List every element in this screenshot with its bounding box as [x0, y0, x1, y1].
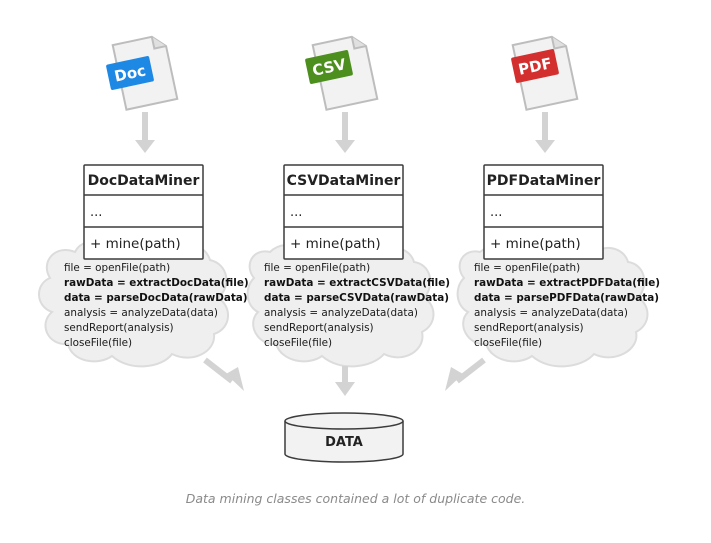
doc-file-icon: Doc	[106, 35, 179, 111]
code-line-bold: data = parseDocData(rawData)	[64, 292, 248, 304]
figure-caption: Data mining classes contained a lot of d…	[185, 491, 526, 506]
code-line: sendReport(analysis)	[474, 322, 584, 334]
code-line: file = openFile(path)	[64, 262, 170, 274]
arrow-pdf-to-data	[455, 357, 486, 384]
code-line-bold: data = parsePDFData(rawData)	[474, 292, 659, 304]
code-line: analysis = analyzeData(data)	[264, 307, 418, 319]
class-operation: + mine(path)	[490, 236, 581, 252]
class-box-pdf: PDFDataMiner ... + mine(path)	[483, 164, 604, 260]
class-operation: + mine(path)	[90, 236, 181, 252]
code-line: sendReport(analysis)	[64, 322, 174, 334]
code-line: analysis = analyzeData(data)	[64, 307, 218, 319]
class-box-doc: DocDataMiner ... + mine(path)	[83, 164, 204, 260]
code-line: closeFile(file)	[264, 337, 332, 349]
database-cylinder: DATA	[284, 412, 404, 463]
class-box-csv: CSVDataMiner ... + mine(path)	[283, 164, 404, 260]
code-line: sendReport(analysis)	[264, 322, 374, 334]
csv-file-icon: CSV	[305, 35, 379, 111]
diagram: Doc file = openFile(path) rawData = extr…	[38, 35, 660, 463]
code-line: closeFile(file)	[64, 337, 132, 349]
pdf-file-icon: PDF	[511, 35, 579, 111]
class-operation: + mine(path)	[290, 236, 381, 252]
class-name: CSVDataMiner	[287, 173, 401, 189]
code-cloud-pdf: file = openFile(path) rawData = extractP…	[456, 239, 660, 368]
code-line: analysis = analyzeData(data)	[474, 307, 628, 319]
arrows-to-database	[203, 357, 486, 396]
code-line: closeFile(file)	[474, 337, 542, 349]
code-line-bold: rawData = extractCSVData(file)	[264, 277, 450, 289]
arrow-doc-to-data	[203, 357, 234, 384]
code-line-bold: rawData = extractPDFData(file)	[474, 277, 660, 289]
class-attributes: ...	[490, 205, 502, 220]
code-line: file = openFile(path)	[474, 262, 580, 274]
column-csv: CSV file = openFile(path) rawData = extr…	[246, 35, 450, 368]
class-attributes: ...	[290, 205, 302, 220]
code-line: file = openFile(path)	[264, 262, 370, 274]
class-name: DocDataMiner	[88, 173, 200, 189]
code-line-bold: rawData = extractDocData(file)	[64, 277, 249, 289]
code-line-bold: data = parseCSVData(rawData)	[264, 292, 449, 304]
class-attributes: ...	[90, 205, 102, 220]
class-name: PDFDataMiner	[487, 173, 601, 189]
code-cloud-csv: file = openFile(path) rawData = extractC…	[246, 239, 450, 368]
code-cloud-doc: file = openFile(path) rawData = extractD…	[38, 235, 249, 368]
column-pdf: PDF file = openFile(path) rawData = extr…	[456, 35, 660, 368]
column-doc: Doc file = openFile(path) rawData = extr…	[38, 35, 249, 368]
database-label: DATA	[325, 435, 363, 450]
